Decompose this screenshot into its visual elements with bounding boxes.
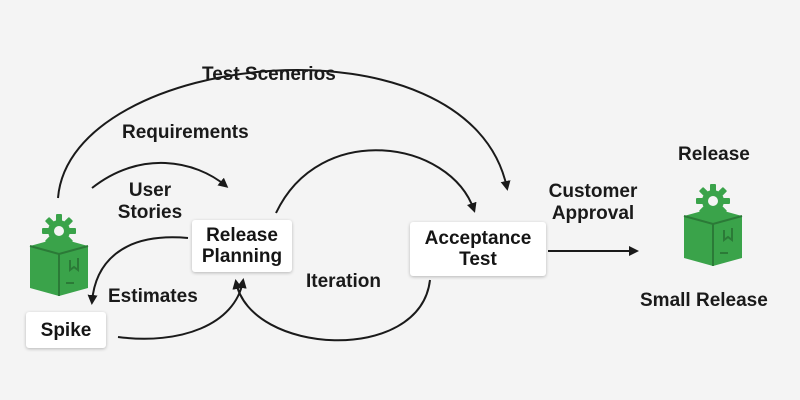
label-user-stories: User Stories xyxy=(112,180,188,224)
label-release: Release xyxy=(678,144,750,165)
label-user-stories-line1: User xyxy=(128,180,172,201)
label-requirements: Requirements xyxy=(122,122,249,143)
label-iteration: Iteration xyxy=(306,271,381,292)
label-customer-approval-line2: Approval xyxy=(551,203,635,224)
edge-iteration-back xyxy=(232,279,431,342)
label-customer-approval: Customer Approval xyxy=(540,181,646,225)
label-customer-approval-line1: Customer xyxy=(548,181,638,202)
node-acceptance-test: Acceptance Test xyxy=(410,222,546,276)
package-gear-icon-right xyxy=(680,182,746,271)
package-gear-icon-left xyxy=(26,212,92,301)
edge-iteration-forward xyxy=(275,149,477,214)
edge-test-scenarios xyxy=(57,69,511,199)
node-acceptance-test-line1: Acceptance xyxy=(424,228,532,249)
node-spike: Spike xyxy=(26,312,106,348)
edge-estimates xyxy=(117,278,247,340)
edge-requirements xyxy=(91,161,229,189)
node-acceptance-test-line2: Test xyxy=(459,249,497,270)
label-small-release: Small Release xyxy=(640,290,768,311)
label-estimates: Estimates xyxy=(108,286,198,307)
node-spike-label: Spike xyxy=(40,319,92,341)
edge-planning-to-spike xyxy=(87,236,189,305)
label-test-scenarios: Test Scenerios xyxy=(202,64,336,85)
label-user-stories-line2: Stories xyxy=(117,202,183,223)
node-release-planning-line2: Planning xyxy=(201,246,283,267)
node-release-planning-line1: Release xyxy=(206,225,278,246)
node-release-planning: Release Planning xyxy=(192,220,292,272)
